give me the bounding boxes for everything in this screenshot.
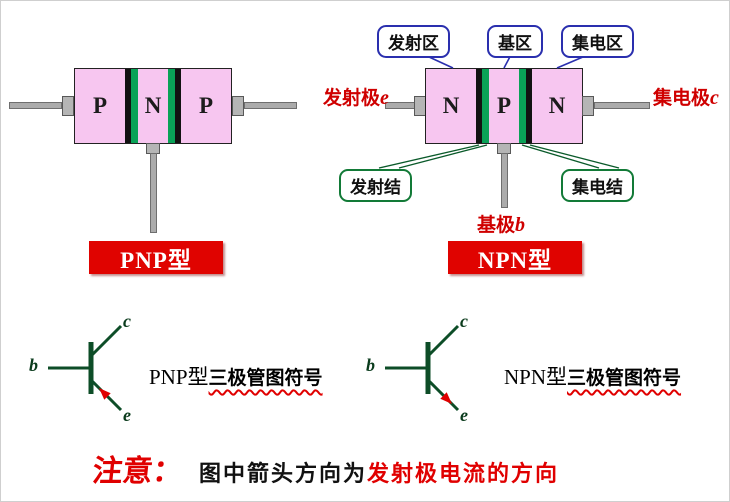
callout-emitter-region: 发射区: [377, 25, 450, 58]
pnp-junction-stripe-black: [125, 69, 131, 143]
npn-emitter-terminal-label: 发射极e: [323, 83, 389, 110]
npn-right-lead: [594, 102, 650, 109]
pnp-emitter-arrow: [99, 388, 111, 400]
pnp-left-lead: [9, 102, 62, 109]
pnp-block-assembly: P N P: [74, 68, 232, 144]
npn-symbol-label-b: b: [366, 355, 375, 375]
npn-right-contact: [582, 96, 594, 116]
npn-base-lead: [501, 153, 508, 208]
npn-block-assembly: N P N: [425, 68, 583, 144]
npn-base-terminal-label: 基极b: [477, 210, 525, 237]
npn-junction-stripe-green: [482, 69, 489, 143]
emitter-terminal-letter: e: [380, 87, 389, 109]
npn-emitter-arrow: [440, 392, 452, 404]
pnp-left-contact: [62, 96, 74, 116]
collector-terminal-letter: c: [710, 87, 719, 109]
npn-caption-head: NPN型: [504, 365, 568, 389]
emitter-terminal-text: 发射极: [323, 88, 381, 109]
note-body-black: 图中箭头方向为: [199, 461, 368, 486]
npn-junction-stripe-black: [526, 69, 532, 143]
pnp-junction-stripe-green: [131, 69, 138, 143]
npn-region-base: P: [489, 69, 519, 143]
note-line: 注意： 图中箭头方向为 发射极电流的方向: [90, 446, 560, 490]
pnp-junction-stripe-black: [175, 69, 181, 143]
pnp-region-emitter: P: [75, 69, 125, 143]
base-terminal-text: 基极: [477, 215, 516, 236]
pnp-caption-body: 三极管图符号: [208, 368, 323, 389]
npn-junction-stripe-green: [519, 69, 526, 143]
pnp-caption-head: PNP型: [149, 365, 209, 389]
note-prefix: 注意：: [90, 455, 185, 488]
pnp-base-lead: [150, 153, 157, 233]
pnp-type-banner: PNP型: [89, 241, 223, 274]
npn-left-lead: [385, 102, 415, 109]
callout-emitter-junction: 发射结: [339, 169, 412, 202]
npn-symbol-label-e: e: [460, 405, 468, 425]
base-terminal-letter: b: [515, 214, 526, 236]
pnp-right-contact: [232, 96, 244, 116]
npn-caption-body: 三极管图符号: [567, 368, 682, 389]
npn-symbol-caption: NPN型三极管图符号: [504, 361, 681, 391]
npn-region-collector: N: [532, 69, 582, 143]
npn-region-emitter: N: [426, 69, 476, 143]
pnp-right-lead: [244, 102, 297, 109]
pnp-region-base: N: [138, 69, 168, 143]
npn-type-banner: NPN型: [448, 241, 582, 274]
npn-symbol-label-c: c: [460, 311, 468, 331]
collector-terminal-text: 集电极: [653, 88, 711, 109]
pnp-circuit-symbol: [48, 324, 123, 412]
pnp-junction-stripe-green: [168, 69, 175, 143]
note-body-red: 发射极电流的方向: [367, 461, 560, 486]
pnp-symbol-caption: PNP型三极管图符号: [149, 361, 323, 391]
pnp-region-collector: P: [181, 69, 231, 143]
npn-junction-stripe-black: [476, 69, 482, 143]
callout-collector-junction: 集电结: [561, 169, 634, 202]
pnp-symbol-label-c: c: [123, 311, 131, 331]
callout-collector-region: 集电区: [561, 25, 634, 58]
callout-base-region: 基区: [487, 25, 543, 58]
npn-collector-terminal-label: 集电极c: [653, 83, 719, 110]
pnp-symbol-label-e: e: [123, 405, 131, 425]
pnp-symbol-label-b: b: [29, 355, 38, 375]
npn-circuit-symbol: [385, 324, 460, 412]
